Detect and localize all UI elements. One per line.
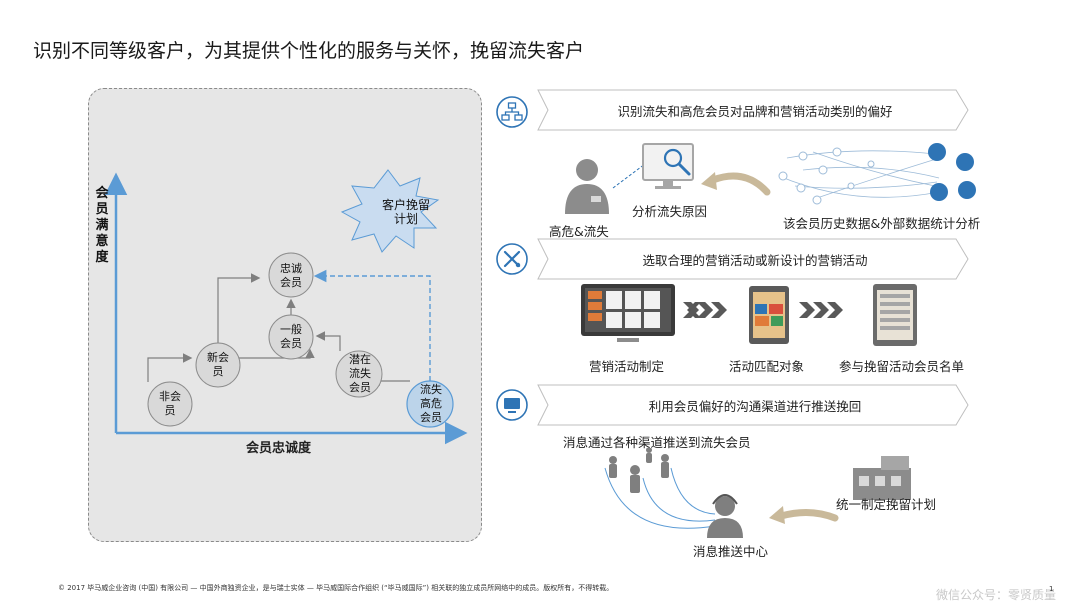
network-icon: [496, 96, 528, 128]
page-number: 1: [1049, 585, 1054, 593]
node-non-label: 非会员: [159, 390, 181, 417]
node-potential: [335, 350, 383, 398]
y-axis-label: 会员满意度: [95, 186, 109, 265]
channel-icons: [928, 143, 976, 201]
page-title: 识别不同等级客户，为其提供个性化的服务与关怀，挽留流失客户: [33, 40, 585, 62]
node-new-label: 新会员: [207, 351, 229, 378]
retention-plan-burst: [340, 169, 440, 253]
connector: [238, 348, 315, 359]
connector: [315, 331, 341, 351]
member-list-phone-icon: [873, 284, 917, 346]
campaign-screen-icon: [581, 284, 675, 342]
step-banner-2: [537, 238, 969, 280]
dashed-retention-path: [313, 269, 431, 381]
step-banner-1-text: 识别流失和高危会员对品牌和营销活动类别的偏好: [617, 104, 893, 119]
node-lost: [406, 380, 454, 428]
channel-arcs: [604, 467, 716, 529]
connector: [147, 353, 193, 382]
step-banner-3: [537, 384, 969, 426]
push-label: 消息通过各种渠道推送到流失会员: [563, 435, 751, 450]
data-analysis-label: 该会员历史数据&外部数据统计分析: [783, 216, 981, 231]
tools-icon: [496, 243, 528, 275]
connector: [217, 273, 261, 343]
node-loyal: [268, 252, 314, 298]
campaign-match-label: 活动匹配对象: [729, 359, 805, 374]
node-general: [268, 314, 314, 360]
customer-level-panel: [88, 88, 482, 542]
member-list-label: 参与挽留活动会员名单: [839, 359, 965, 374]
push-center-label: 消息推送中心: [693, 544, 769, 559]
high-risk-label: 高危&流失: [549, 224, 609, 239]
match-phone-icon: [749, 286, 789, 344]
person-icon: [565, 159, 609, 214]
campaign-make-label: 营销活动制定: [589, 359, 665, 374]
customer-icons: [609, 448, 669, 493]
step-banner-2-text: 选取合理的营销活动或新设计的营销活动: [642, 253, 868, 268]
node-general-label: 一般会员: [280, 323, 302, 350]
node-new: [195, 342, 241, 388]
analysis-icon: [642, 143, 694, 189]
row2-graphics: [581, 284, 917, 346]
node-lost-label: 流失高危会员: [420, 383, 442, 424]
row3-graphics: [604, 448, 911, 538]
chevron-right-icon: [799, 302, 843, 318]
customer-level-diagram: [104, 169, 468, 445]
building-icon: [853, 456, 911, 500]
step-banner-1: [537, 89, 969, 131]
monitor-icon: [496, 389, 528, 421]
node-loyal-label: 忠诚会员: [280, 262, 302, 289]
support-agent-icon: [707, 494, 743, 538]
analysis-label: 分析流失原因: [632, 204, 708, 219]
x-axis-label: 会员忠诚度: [246, 441, 312, 456]
watermark: 微信公众号：零贤质量: [936, 588, 1057, 602]
row1-graphics: [565, 143, 976, 214]
copyright-footer: © 2017 毕马威企业咨询 (中国) 有限公司 — 中国外商独资企业，是与瑞士…: [58, 584, 614, 592]
chevron-right-icon: [683, 302, 727, 318]
step-banner-3-text: 利用会员偏好的沟通渠道进行推送挽回: [648, 399, 862, 414]
unified-plan-label: 统一制定挽留计划: [836, 497, 937, 512]
burst-label: 客户挽留计划: [381, 198, 430, 226]
node-potential-label: 潜在流失会员: [349, 353, 371, 394]
node-non: [147, 381, 193, 427]
